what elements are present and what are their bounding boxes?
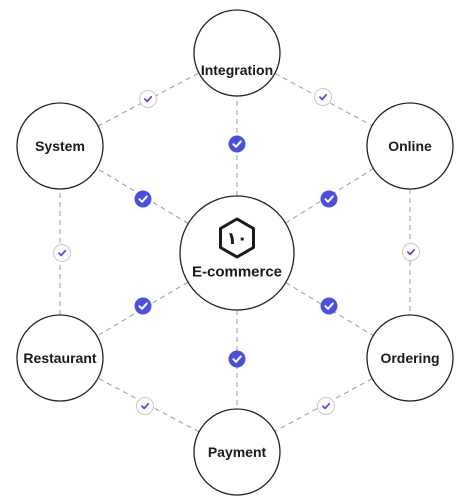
check-circle-filled-icon <box>320 297 338 315</box>
spoke-connector <box>285 282 374 337</box>
node-circle-online <box>366 102 454 190</box>
logo-glyph: ١٠ <box>227 229 248 249</box>
node-circle-ordering <box>366 314 454 402</box>
check-circle-outline-icon <box>53 244 71 262</box>
check-circle-outline-icon <box>402 243 420 261</box>
check-circle-filled-icon <box>134 190 152 208</box>
check-circle-filled-icon <box>228 135 246 153</box>
check-circle-filled-icon <box>320 190 338 208</box>
node-label-system: System <box>35 138 85 154</box>
check-circle-filled-icon <box>134 297 152 315</box>
center-node-circle <box>179 195 295 311</box>
check-circle-outline-icon <box>317 397 335 415</box>
node-circle-payment <box>193 408 281 496</box>
node-circle-system <box>16 102 104 190</box>
check-circle-outline-icon <box>139 90 157 108</box>
node-circle-integration <box>193 9 281 97</box>
center-node-label: E-commerce <box>191 263 283 281</box>
node-label-ordering: Ordering <box>380 350 440 366</box>
check-circle-outline-icon <box>314 88 332 106</box>
hexagon-logo-icon: ١٠ <box>219 217 255 259</box>
check-circle-outline-icon <box>136 397 154 415</box>
node-label-payment: Payment <box>207 444 267 460</box>
node-label-restaurant: Restaurant <box>23 350 97 366</box>
check-circle-filled-icon <box>228 350 246 368</box>
node-label-integration: Integration <box>200 62 274 78</box>
check-badges <box>53 88 420 415</box>
node-label-online: Online <box>388 138 432 154</box>
node-circle-restaurant <box>16 314 104 402</box>
node-circles <box>16 9 454 496</box>
